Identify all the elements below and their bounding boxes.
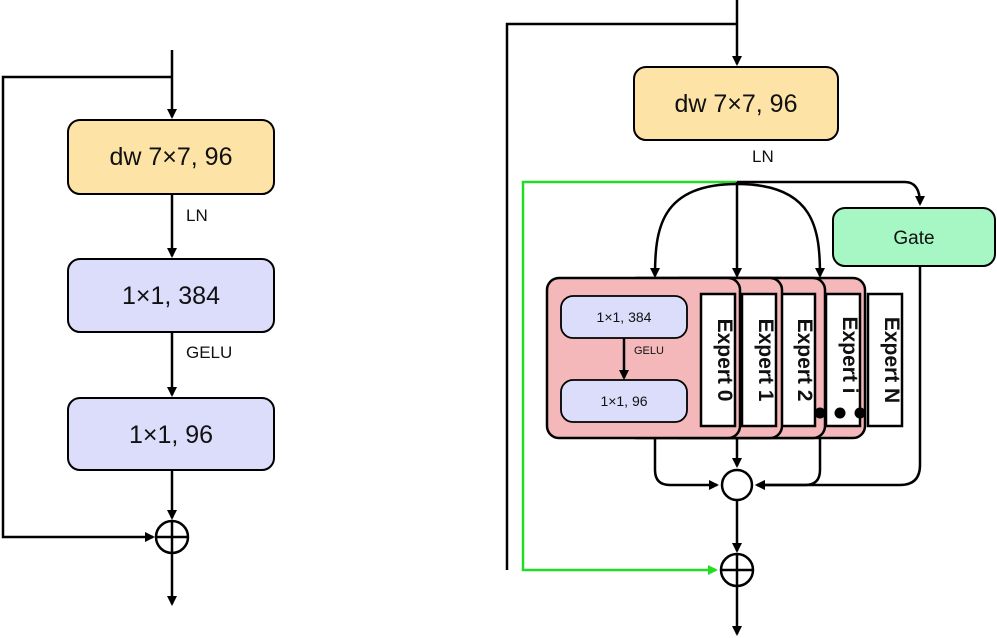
expert-n-label: Expert N xyxy=(880,317,903,403)
right-block: dw 7×7, 96 LN Gate xyxy=(505,0,996,636)
left-dwconv-label: dw 7×7, 96 xyxy=(109,143,232,171)
ellipsis-dots xyxy=(814,407,866,419)
combine-from-expert-0 xyxy=(653,438,719,490)
left-gelu-label: GELU xyxy=(186,343,232,362)
route-expert-i-arrow xyxy=(736,182,825,278)
left-add-icon xyxy=(154,519,190,555)
right-skip-connection xyxy=(505,22,737,570)
expert-card-n xyxy=(866,292,904,428)
left-skip-connection xyxy=(1,75,172,542)
right-dwconv-box xyxy=(633,66,839,141)
right-ln-label: LN xyxy=(752,147,774,166)
expert-inner-fc1-label: 1×1, 384 xyxy=(597,309,652,325)
expert-inner-gelu-label: GELU xyxy=(634,345,664,357)
left-block: dw 7×7, 96 LN 1×1, 384 GELU 1×1, 96 xyxy=(1,50,275,606)
right-add-icon xyxy=(719,552,755,588)
expert-i-label: Expert i xyxy=(838,316,861,393)
right-gate-route xyxy=(737,180,925,206)
expert-inner-fc2-box xyxy=(560,379,688,423)
gate-weight-line xyxy=(755,266,922,490)
expert-2-label: Expert 2 xyxy=(793,319,816,402)
route-expert-0-arrow xyxy=(650,182,738,278)
expert-inner-fc2-label: 1×1, 96 xyxy=(600,393,647,409)
right-green-skip xyxy=(521,180,737,575)
gate-label: Gate xyxy=(893,228,934,249)
right-dwconv-label: dw 7×7, 96 xyxy=(674,90,797,118)
left-fc1-label: 1×1, 384 xyxy=(122,282,220,310)
expert-0-label: Expert 0 xyxy=(713,319,736,402)
combine-from-expert-i xyxy=(755,438,822,490)
combine-circle xyxy=(720,468,754,502)
gate-box xyxy=(832,207,996,267)
left-ln-label: LN xyxy=(186,206,208,225)
left-fc2-label: 1×1, 96 xyxy=(129,421,213,449)
expert-1-label: Expert 1 xyxy=(754,319,777,402)
